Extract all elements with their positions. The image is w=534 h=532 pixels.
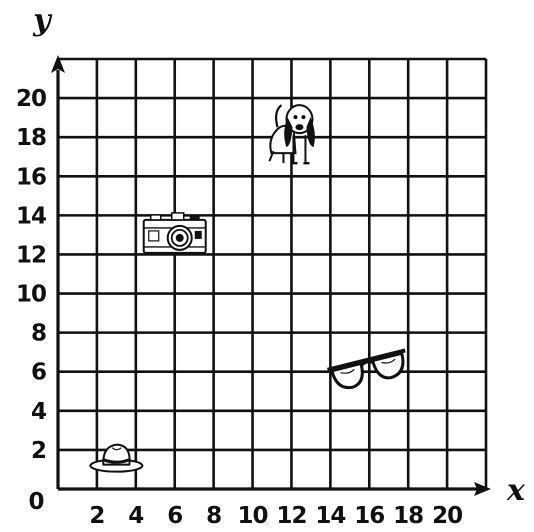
origin-label: 0 bbox=[28, 489, 43, 515]
x-tick-label: 14 bbox=[315, 503, 345, 529]
x-tick-label: 18 bbox=[393, 503, 423, 529]
y-tick-label: 14 bbox=[16, 203, 46, 229]
x-tick-label: 8 bbox=[206, 503, 221, 529]
y-tick-label: 6 bbox=[31, 360, 46, 386]
y-tick-label: 12 bbox=[16, 242, 46, 268]
x-axis-name: x bbox=[506, 473, 526, 508]
x-tick-label: 2 bbox=[89, 503, 104, 529]
y-tick-labels: 2 4 6 8 10 12 14 16 18 20 bbox=[16, 86, 46, 464]
y-tick-label: 10 bbox=[16, 282, 46, 308]
x-tick-label: 10 bbox=[238, 503, 268, 529]
y-axis-name: y bbox=[32, 3, 53, 38]
y-tick-label: 16 bbox=[16, 164, 46, 190]
x-tick-label: 16 bbox=[354, 503, 384, 529]
x-tick-label: 12 bbox=[276, 503, 306, 529]
y-tick-label: 8 bbox=[31, 321, 46, 347]
y-tick-label: 4 bbox=[31, 399, 46, 425]
y-tick-label: 18 bbox=[16, 125, 46, 151]
camera-icon bbox=[144, 213, 206, 253]
x-tick-label: 6 bbox=[167, 503, 182, 529]
x-tick-label: 20 bbox=[432, 503, 462, 529]
y-tick-label: 2 bbox=[31, 438, 46, 464]
axes bbox=[51, 55, 491, 496]
grid bbox=[58, 59, 486, 489]
y-tick-label: 20 bbox=[16, 86, 46, 112]
x-tick-label: 4 bbox=[128, 503, 143, 529]
